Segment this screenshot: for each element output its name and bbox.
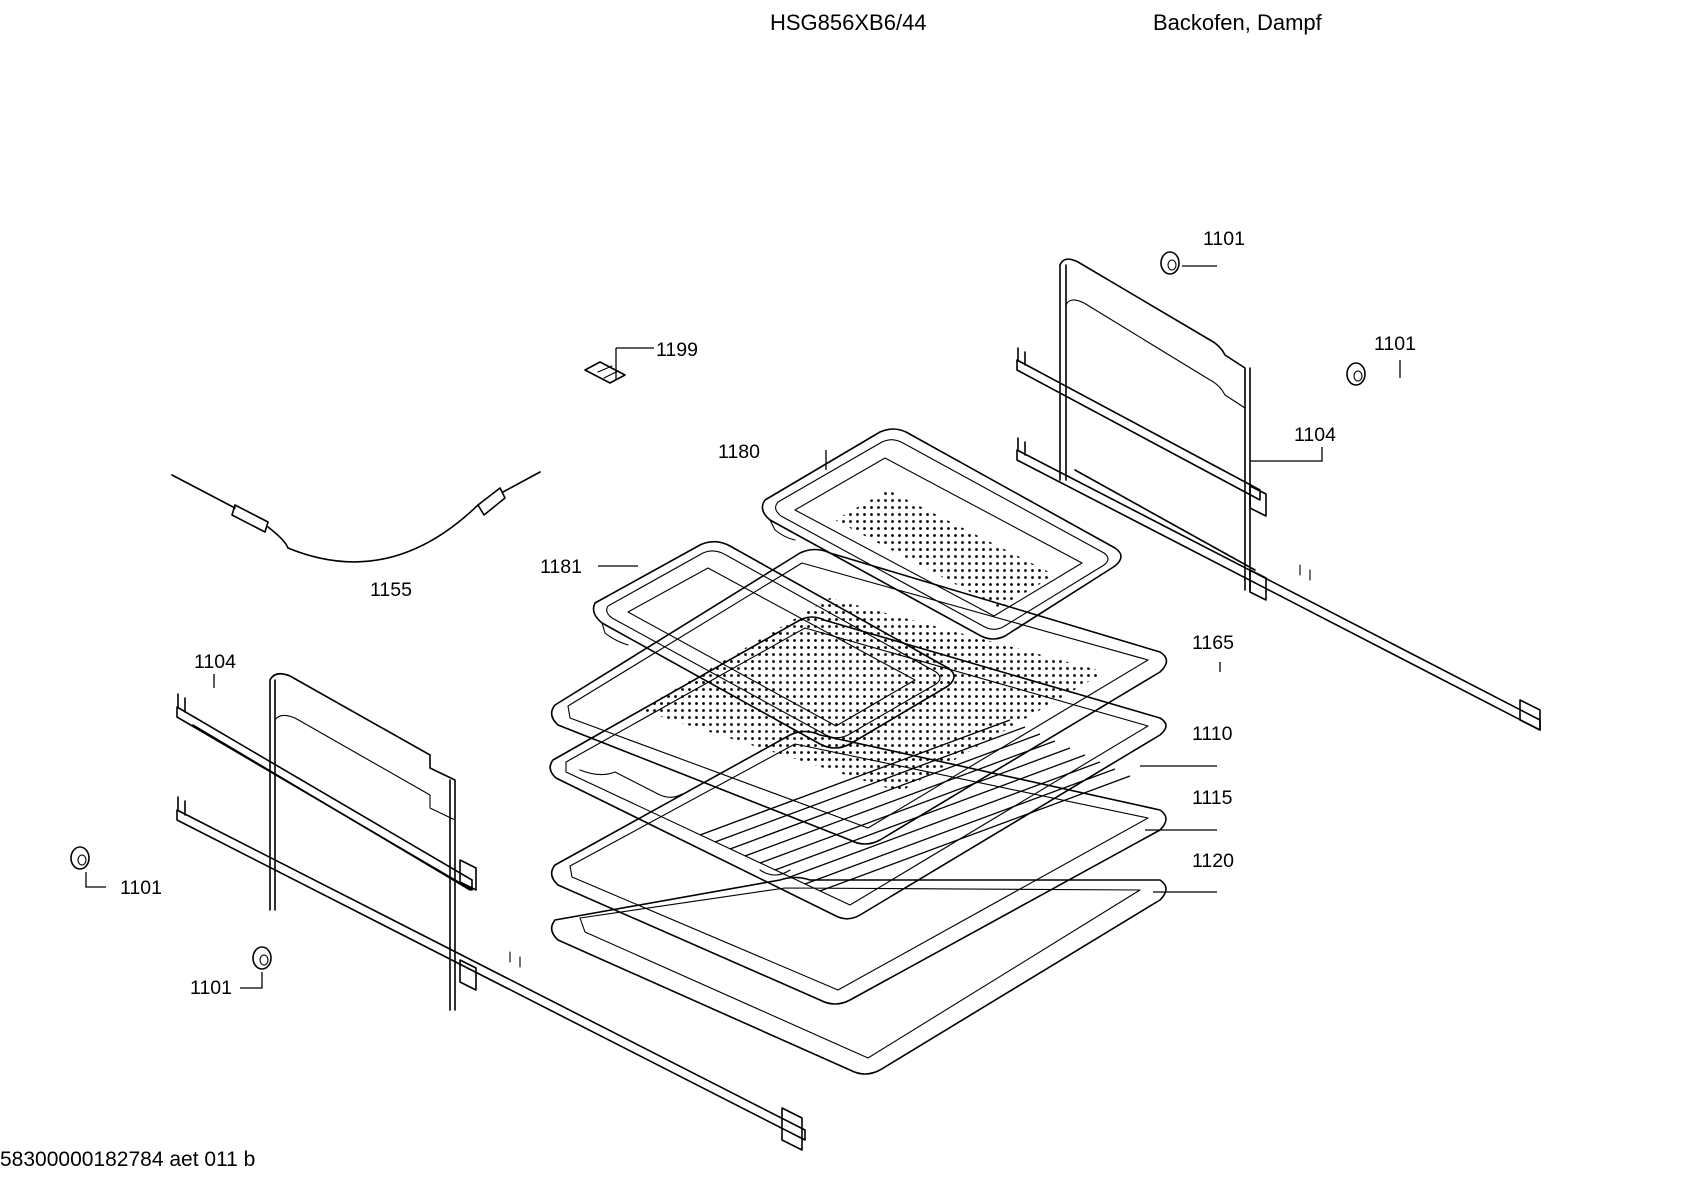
label-1155: 1155: [370, 579, 412, 601]
part-1101-screw-bottom[interactable]: [252, 946, 272, 970]
part-1155-probe-cable[interactable]: [171, 471, 541, 563]
part-1180-perforated-container[interactable]: [761, 428, 1122, 640]
appliance-category: Backofen, Dampf: [1153, 10, 1322, 35]
label-1110: 1110: [1192, 723, 1233, 745]
label-1104-right: 1104: [1294, 424, 1336, 446]
label-1104-left: 1104: [194, 651, 236, 673]
part-1165-perforated-tray[interactable]: [550, 548, 1168, 845]
part-1101-screw-top[interactable]: [1160, 251, 1180, 275]
part-1101-screw-right[interactable]: [1346, 362, 1366, 386]
label-1101-bottom: 1101: [190, 977, 232, 999]
part-1110-wire-rack[interactable]: [549, 616, 1167, 920]
label-1120: 1120: [1192, 850, 1234, 872]
part-1101-screw-left[interactable]: [70, 846, 90, 870]
label-1115: 1115: [1192, 787, 1233, 809]
label-1199: 1199: [656, 339, 698, 361]
leader-lines: [85, 265, 1401, 989]
label-1101-left: 1101: [120, 877, 162, 899]
label-1180: 1180: [718, 441, 760, 463]
document-id: 58300000182784 aet 011 b: [0, 1148, 256, 1171]
model-number: HSG856XB6/44: [770, 10, 927, 35]
label-1101-top: 1101: [1203, 228, 1245, 250]
part-1120-deep-pan[interactable]: [550, 876, 1167, 1075]
label-1181: 1181: [540, 556, 582, 578]
label-1101-right: 1101: [1374, 333, 1416, 355]
part-1199-clip[interactable]: [584, 361, 626, 384]
label-1165: 1165: [1192, 632, 1234, 654]
part-1104-left-rail-frame[interactable]: [176, 672, 806, 1151]
part-1104-right-rail-frame[interactable]: [1016, 258, 1541, 731]
